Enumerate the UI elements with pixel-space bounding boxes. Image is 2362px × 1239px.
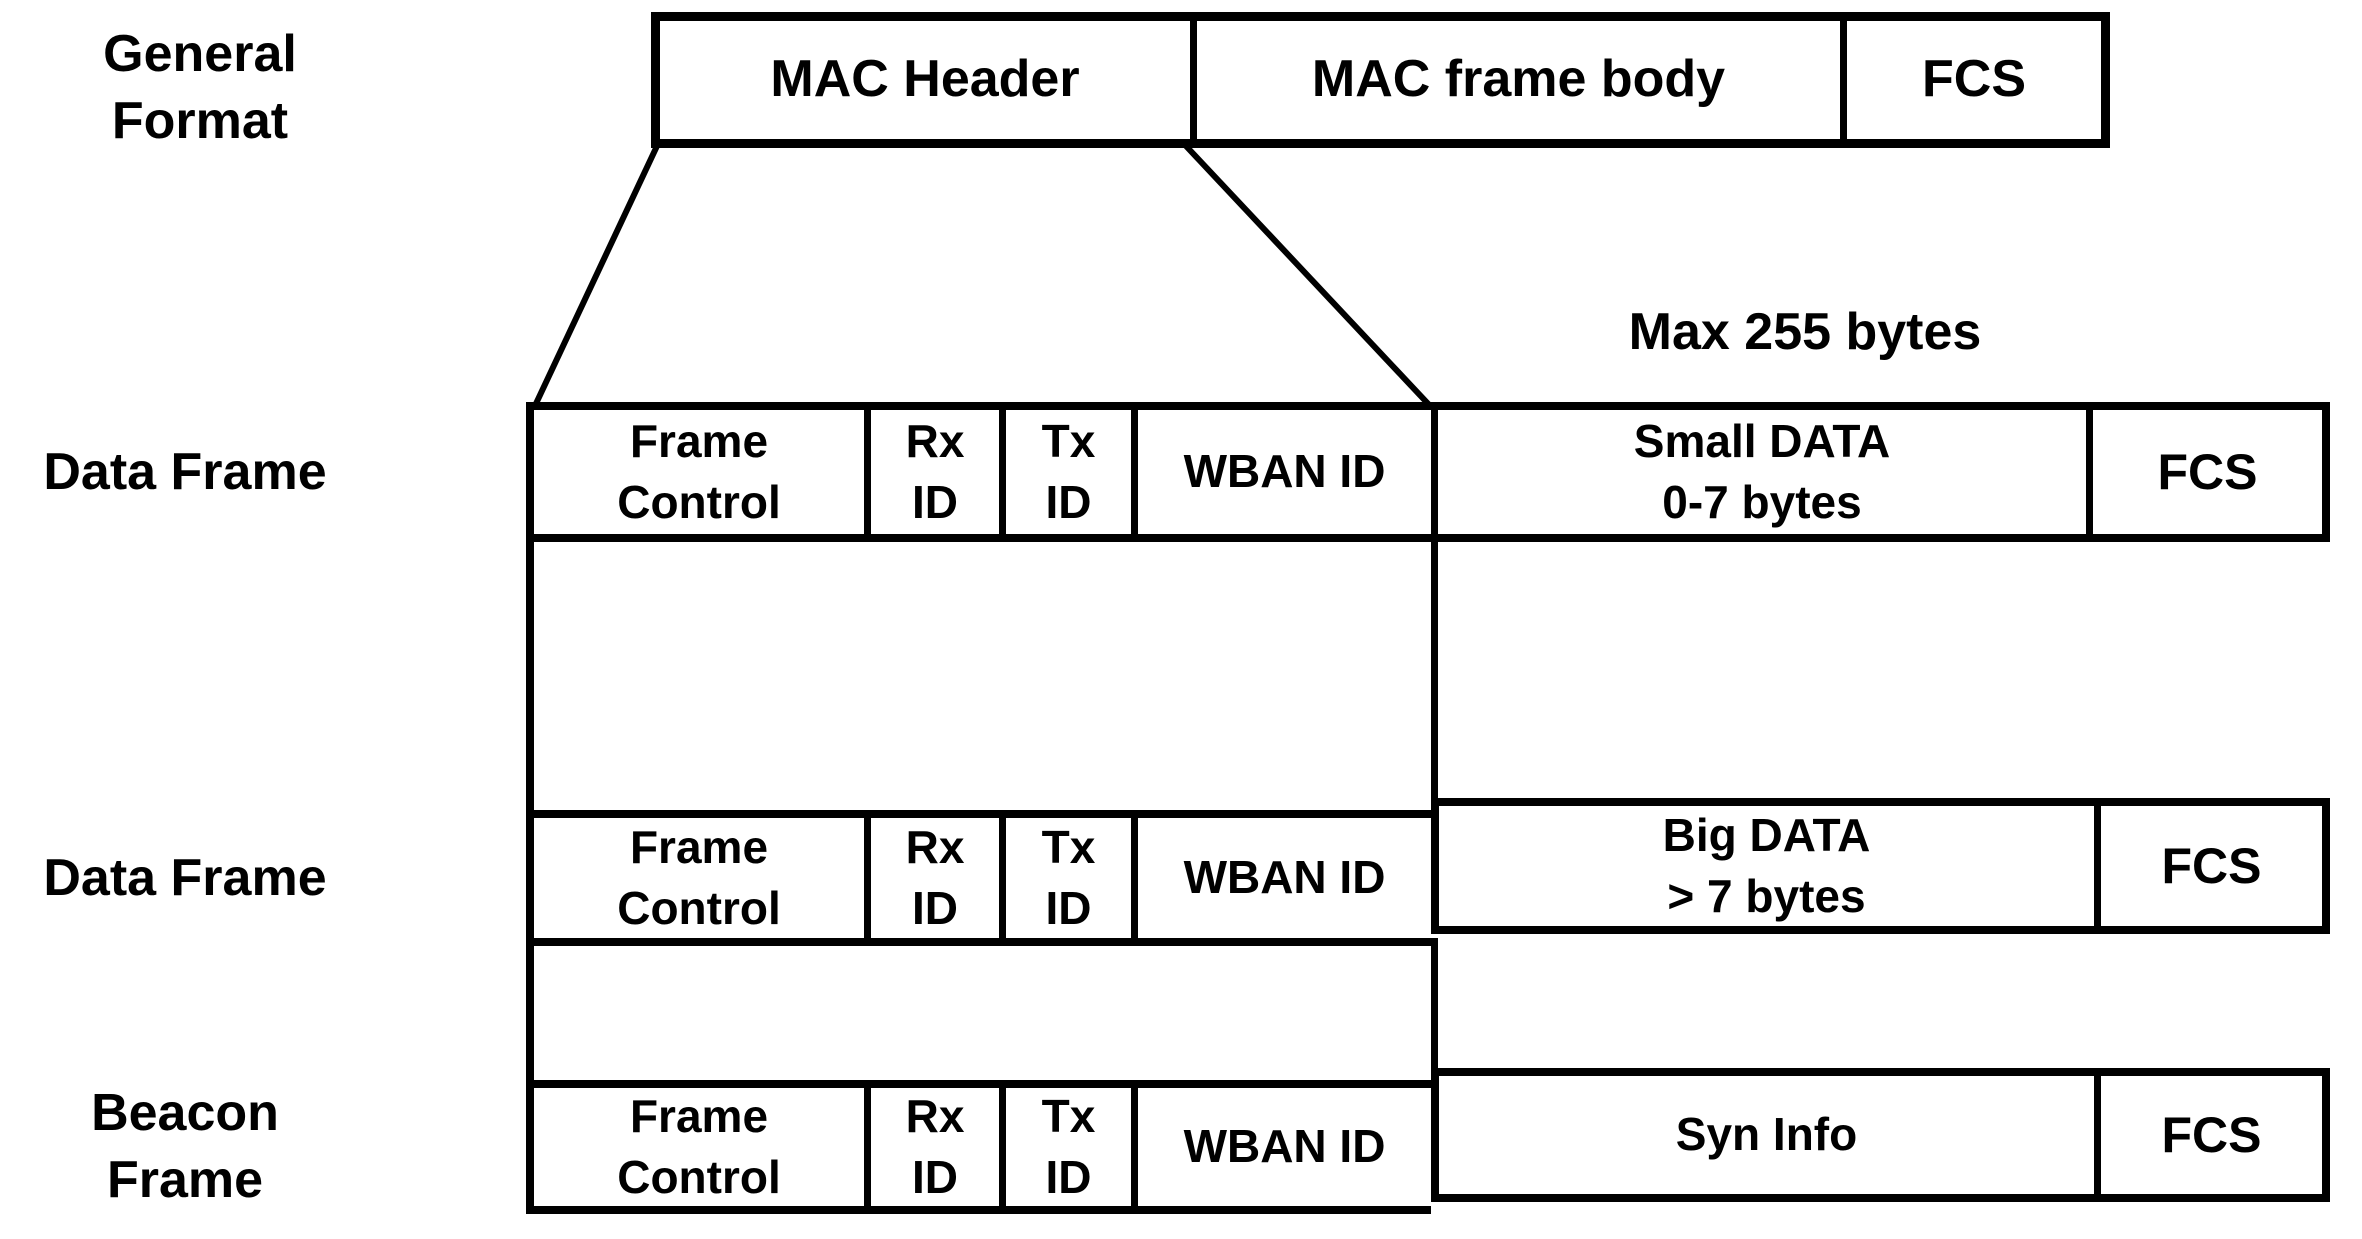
rx-id-cell-text: Rx ID <box>905 820 965 934</box>
max-bytes-annotation-text: Max 255 bytes <box>1628 303 1982 361</box>
mac-frame-body-cell: MAC frame body <box>1190 21 1840 139</box>
data-frame-small-label: Data Frame <box>0 402 370 542</box>
fcs-cell-text: FCS <box>2161 837 2262 894</box>
big-data-payload-cell-text: Big DATA > 7 bytes <box>1662 808 1871 922</box>
wban-id-cell: WBAN ID <box>1131 410 1431 534</box>
big-data-payload-cell: Big DATA > 7 bytes <box>1439 806 2094 926</box>
data-frame-small-label-text: Data Frame <box>43 442 327 501</box>
data-frame-big-header: Frame Control Rx ID Tx ID WBAN ID <box>526 810 1431 946</box>
mac-header-cell: MAC Header <box>660 21 1190 139</box>
data-frame-small-row: Frame Control Rx ID Tx ID WBAN ID Small … <box>526 402 2330 542</box>
frame-control-cell-text: Frame Control <box>617 820 781 934</box>
data-frame-big-label-text: Data Frame <box>43 848 327 907</box>
general-fcs-cell-text: FCS <box>1922 50 2026 109</box>
tx-id-cell-text: Tx ID <box>1041 820 1096 934</box>
wban-id-cell: WBAN ID <box>1131 1088 1431 1206</box>
connector-left-line-2 <box>526 938 534 1086</box>
data-frame-big-payload: Big DATA > 7 bytes FCS <box>1431 798 2330 934</box>
mac-frame-body-cell-text: MAC frame body <box>1311 50 1726 109</box>
frame-control-cell: Frame Control <box>534 410 864 534</box>
connector-divider-line-1 <box>1431 534 1438 818</box>
wban-id-cell: WBAN ID <box>1131 818 1431 938</box>
frame-control-cell: Frame Control <box>534 818 864 938</box>
wban-id-cell-text: WBAN ID <box>1183 1120 1386 1173</box>
syn-info-payload-cell: Syn Info <box>1439 1076 2094 1194</box>
beacon-frame-payload: Syn Info FCS <box>1431 1068 2330 1202</box>
fcs-cell: FCS <box>2094 806 2322 926</box>
mac-header-cell-text: MAC Header <box>770 50 1080 109</box>
general-format-label: General Format <box>30 18 370 158</box>
syn-info-payload-cell-text: Syn Info <box>1675 1108 1858 1161</box>
beacon-frame-label-text: Beacon Frame <box>91 1084 279 1209</box>
general-format-label-text: General Format <box>103 25 297 150</box>
fcs-cell: FCS <box>2086 410 2322 534</box>
small-data-payload-cell-text: Small DATA 0-7 bytes <box>1633 414 1891 528</box>
fcs-cell: FCS <box>2094 1076 2322 1194</box>
general-format-row: MAC Header MAC frame body FCS <box>651 12 2110 148</box>
connector-left-line-1 <box>526 534 534 818</box>
wban-id-cell-text: WBAN ID <box>1183 851 1386 904</box>
general-fcs-cell: FCS <box>1840 21 2101 139</box>
fcs-cell-text: FCS <box>2157 443 2258 500</box>
max-bytes-annotation: Max 255 bytes <box>1505 302 2105 362</box>
small-data-payload-cell: Small DATA 0-7 bytes <box>1431 410 2086 534</box>
rx-id-cell: Rx ID <box>864 410 999 534</box>
tx-id-cell-text: Tx ID <box>1041 1089 1096 1203</box>
tx-id-cell: Tx ID <box>999 818 1131 938</box>
expansion-line-right <box>1183 143 1436 412</box>
tx-id-cell: Tx ID <box>999 1088 1131 1206</box>
rx-id-cell-text: Rx ID <box>905 414 965 528</box>
rx-id-cell: Rx ID <box>864 818 999 938</box>
data-frame-big-label: Data Frame <box>0 810 370 946</box>
rx-id-cell-text: Rx ID <box>905 1089 965 1203</box>
fcs-cell-text: FCS <box>2161 1106 2262 1163</box>
beacon-frame-header: Frame Control Rx ID Tx ID WBAN ID <box>526 1080 1431 1214</box>
beacon-frame-label: Beacon Frame <box>0 1080 370 1214</box>
frame-control-cell-text: Frame Control <box>617 1089 781 1203</box>
rx-id-cell: Rx ID <box>864 1088 999 1206</box>
tx-id-cell: Tx ID <box>999 410 1131 534</box>
frame-control-cell-text: Frame Control <box>617 414 781 528</box>
frame-control-cell: Frame Control <box>534 1088 864 1206</box>
expansion-line-left <box>530 144 660 412</box>
connector-divider-line-2 <box>1431 938 1438 1086</box>
wban-id-cell-text: WBAN ID <box>1183 445 1386 498</box>
tx-id-cell-text: Tx ID <box>1041 414 1096 528</box>
